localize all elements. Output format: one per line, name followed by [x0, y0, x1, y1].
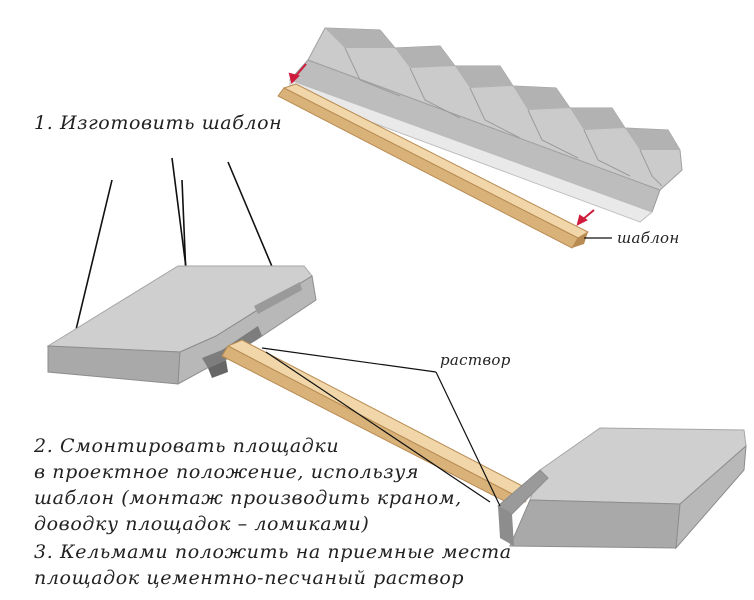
template-callout-label: шаблон	[617, 229, 680, 247]
alignment-arrows	[288, 63, 595, 226]
right-landing	[497, 427, 747, 550]
step2-line4: доводку площадок – ломиками)	[34, 513, 369, 535]
step2-line2: в проектное положение, используя	[34, 461, 419, 483]
template-callout: шаблон	[584, 229, 680, 247]
mortar-callout-label: раствор	[440, 351, 511, 369]
step2-line3: шаблон (монтаж производить краном,	[34, 487, 462, 509]
left-landing	[46, 265, 317, 385]
mortar-callout: раствор	[261, 347, 511, 507]
step3-line2: площадок цементно-песчаный раствор	[34, 567, 464, 589]
step1-label: 1. Изготовить шаблон	[34, 112, 282, 134]
stair-step-shading	[325, 28, 680, 150]
template-board-top	[277, 83, 590, 249]
step3-line1: 3. Кельмами положить на приемные места	[34, 541, 512, 563]
stair-flight	[289, 27, 683, 223]
instructions: 2. Смонтировать площадки в проектное пол…	[33, 435, 512, 589]
step2-line1: 2. Смонтировать площадки	[33, 435, 339, 457]
